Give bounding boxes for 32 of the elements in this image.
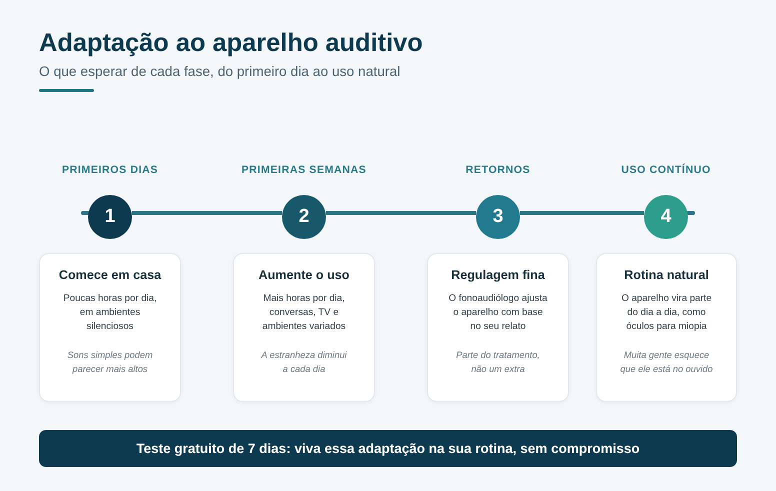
- card-heading: Rotina natural: [624, 267, 709, 283]
- card-text: Mais horas por dia, conversas, TV e ambientes variados: [261, 292, 347, 334]
- step-card: [233, 253, 375, 402]
- phase-heading: PRIMEIROS DIAS: [62, 163, 158, 177]
- title: Adaptação ao aparelho auditivo: [39, 28, 423, 59]
- card-heading: Comece em casa: [58, 267, 162, 283]
- timeline-line: [686, 211, 695, 215]
- offer-banner: Teste gratuito de 7 dias: viva essa adaptação na sua rotina, sem compromisso: [39, 430, 737, 467]
- step-number-circle: 1: [88, 195, 132, 239]
- card-text: O fonoaudiólogo ajusta o aparelho com base no seu relato: [448, 292, 548, 334]
- card-heading: Regulagem fina: [451, 267, 545, 283]
- card-text: Poucas horas por dia, em ambientes silenciosos: [62, 292, 158, 334]
- card-heading: Aumente o uso: [258, 267, 350, 283]
- card-note: Muita gente esquece que ele está no ouvido: [620, 349, 713, 376]
- card-note: Sons simples podem parecer mais altos: [66, 349, 154, 376]
- phase-heading: USO CONTÍNUO: [621, 163, 711, 177]
- timeline-line: [132, 211, 282, 215]
- timeline-line: [326, 211, 476, 215]
- timeline-line: [520, 211, 644, 215]
- step-number-circle: 3: [476, 195, 520, 239]
- step-card: [39, 253, 181, 402]
- subtitle: O que esperar de cada fase, do primeiro dia ao uso natural: [39, 63, 400, 81]
- card-note: A estranheza diminui a cada dia: [260, 349, 348, 376]
- phase-heading: RETORNOS: [466, 163, 530, 177]
- step-number-circle: 2: [282, 195, 326, 239]
- card-note: Parte do tratamento, não um extra: [455, 349, 541, 376]
- card-text: O aparelho vira parte do dia a dia, como óculos para miopia: [620, 292, 713, 334]
- phase-heading: PRIMEIRAS SEMANAS: [242, 163, 366, 177]
- step-number-circle: 4: [644, 195, 688, 239]
- step-card: [596, 253, 737, 402]
- step-card: [427, 253, 569, 402]
- timeline-line: [81, 211, 90, 215]
